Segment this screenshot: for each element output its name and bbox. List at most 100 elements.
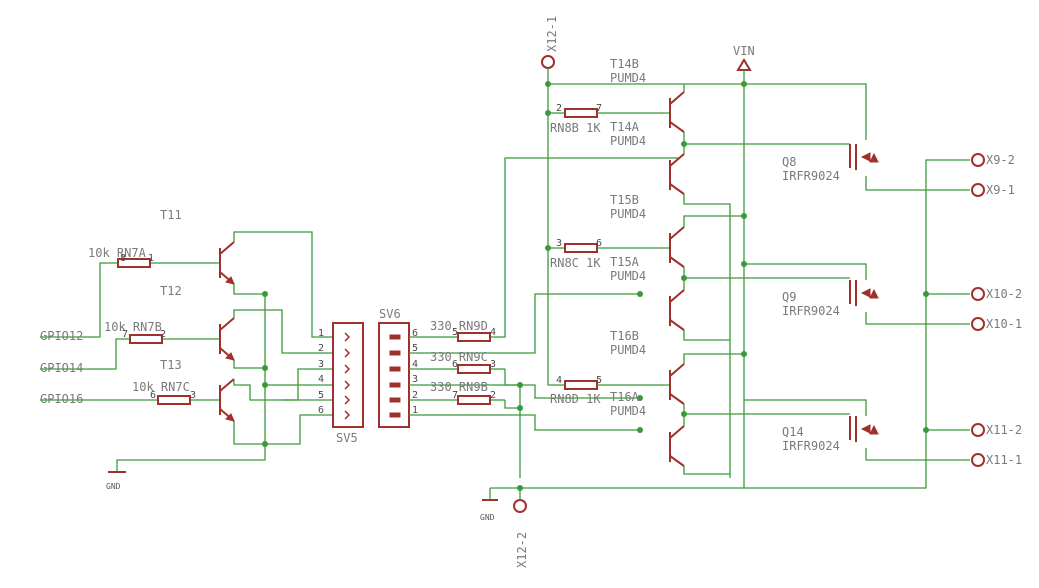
- pin-sv6-3: 3: [412, 374, 418, 385]
- label-x10-1: X10-1: [986, 317, 1022, 331]
- resistor-rn9b: [457, 395, 491, 405]
- resistor-rn9d: [457, 332, 491, 342]
- label-gpio12: GPIO12: [40, 329, 83, 343]
- pin-rn8b-2: 2: [556, 103, 562, 114]
- pin-sv5-4: 4: [318, 374, 324, 385]
- connector-sv5: [332, 322, 364, 428]
- label-t12: T12: [160, 284, 182, 298]
- label-t16b-part: PUMD4: [610, 343, 646, 357]
- terminal-x9-1[interactable]: [971, 183, 985, 197]
- label-gpio16: GPIO16: [40, 392, 83, 406]
- pin-rn9d-5: 5: [452, 327, 458, 338]
- label-x12-1: X12-1: [545, 16, 559, 52]
- resistor-rn7a: [117, 258, 151, 268]
- label-t14b: T14B: [610, 57, 639, 71]
- pin-sv5-6: 6: [318, 405, 324, 416]
- label-rn7a: 10k RN7A: [88, 246, 147, 260]
- label-sv6: SV6: [379, 307, 401, 321]
- pin-rn7b-7: 7: [122, 329, 128, 340]
- pin-sv5-1: 1: [318, 328, 324, 339]
- label-rn8b: RN8B 1K: [550, 121, 601, 135]
- pin-sv5-2: 2: [318, 343, 324, 354]
- pin-rn9b-7: 7: [452, 390, 458, 401]
- label-x9-1: X9-1: [986, 183, 1015, 197]
- resistor-rn7b: [129, 334, 163, 344]
- label-t16a: T16A: [610, 390, 640, 404]
- gpio12-wire: [40, 262, 118, 338]
- label-t16a-part: PUMD4: [610, 404, 646, 418]
- label-t15a-part: PUMD4: [610, 269, 646, 283]
- label-rn9b: 330 RN9B: [430, 380, 488, 394]
- label-q14: Q14: [782, 425, 804, 439]
- pin-rn7c-6: 6: [150, 390, 156, 401]
- label-x12-2: X12-2: [515, 532, 529, 568]
- label-t13: T13: [160, 358, 182, 372]
- label-gpio14: GPIO14: [40, 361, 83, 375]
- terminal-x11-2[interactable]: [971, 423, 985, 437]
- terminal-x10-1[interactable]: [971, 317, 985, 331]
- pin-rn9b-2: 2: [490, 390, 496, 401]
- transistor-t11: [219, 241, 235, 285]
- pin-rn8c-6: 6: [596, 238, 602, 249]
- pin-sv5-5: 5: [318, 390, 324, 401]
- pin-rn8d-4: 4: [556, 375, 562, 386]
- pin-rn8b-7: 7: [596, 103, 602, 114]
- transistor-t14: [669, 91, 685, 195]
- pin-rn8c-3: 3: [556, 238, 562, 249]
- terminal-x11-1[interactable]: [971, 453, 985, 467]
- label-gnd-left: GND: [106, 482, 121, 491]
- label-q14-part: IRFR9024: [782, 439, 840, 453]
- pin-rn9d-4: 4: [490, 327, 496, 338]
- resistor-rn7c: [157, 395, 191, 405]
- resistor-rn9c: [457, 364, 491, 374]
- label-rn8c: RN8C 1K: [550, 256, 601, 270]
- vin-symbol: [736, 58, 752, 71]
- label-t15b-part: PUMD4: [610, 207, 646, 221]
- pin-sv6-4: 4: [412, 359, 418, 370]
- mosfet-q9: [849, 280, 879, 306]
- terminal-x10-2[interactable]: [971, 287, 985, 301]
- connector-sv6: [378, 322, 410, 428]
- label-q9: Q9: [782, 290, 796, 304]
- pin-numbers: 1 2 3 4 5 6 6 5 4 3 2 1 8 1 7 2 6 3 2 7 …: [120, 103, 602, 416]
- resistor-rn8c: [564, 243, 598, 253]
- pin-sv6-6: 6: [412, 328, 418, 339]
- pin-rn9c-3: 3: [490, 359, 496, 370]
- label-sv5: SV5: [336, 431, 358, 445]
- transistor-t16: [669, 363, 685, 467]
- label-gnd-right: GND: [480, 513, 495, 522]
- pin-rn7b-2: 2: [160, 329, 166, 340]
- terminal-x9-2[interactable]: [971, 153, 985, 167]
- label-t14a: T14A: [610, 120, 640, 134]
- label-t14b-part: PUMD4: [610, 71, 646, 85]
- label-q8-part: IRFR9024: [782, 169, 840, 183]
- terminal-x12-1[interactable]: [541, 55, 555, 69]
- label-x9-2: X9-2: [986, 153, 1015, 167]
- label-rn7c: 10k RN7C: [132, 380, 190, 394]
- pin-rn7c-3: 3: [190, 390, 196, 401]
- label-rn9d: 330 RN9D: [430, 319, 488, 333]
- resistor-rn8b: [564, 108, 598, 118]
- label-rn9c: 330 RN9C: [430, 350, 488, 364]
- label-q8: Q8: [782, 155, 796, 169]
- resistor-rn8d: [564, 380, 598, 390]
- pin-sv6-2: 2: [412, 390, 418, 401]
- label-x11-2: X11-2: [986, 423, 1022, 437]
- mosfet-q8: [849, 144, 879, 170]
- pin-sv5-3: 3: [318, 359, 324, 370]
- label-t11: T11: [160, 208, 182, 222]
- label-vin: VIN: [733, 44, 755, 58]
- transistor-t12: [219, 317, 235, 361]
- pin-sv6-5: 5: [412, 343, 418, 354]
- label-rn7b: 10k RN7B: [104, 320, 162, 334]
- pin-rn9c-6: 6: [452, 359, 458, 370]
- transistor-t15: [669, 226, 685, 331]
- label-x11-1: X11-1: [986, 453, 1022, 467]
- left-section: [40, 231, 333, 473]
- terminal-x12-2[interactable]: [513, 499, 527, 513]
- label-t15a: T15A: [610, 255, 640, 269]
- label-x10-2: X10-2: [986, 287, 1022, 301]
- mosfet-q14: [849, 416, 879, 442]
- pin-rn7a-1: 1: [148, 253, 154, 264]
